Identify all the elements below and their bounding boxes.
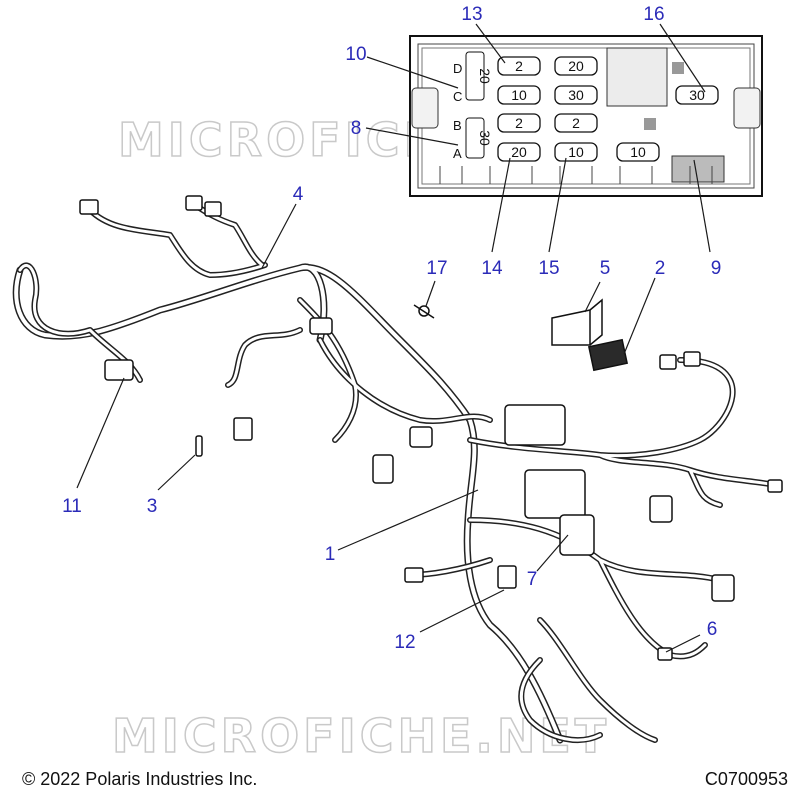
fuse-vertical-1: 20 [477, 68, 493, 84]
fuse-c1: 10 [511, 87, 527, 103]
fuse-row-label-c: C [453, 89, 462, 104]
wiring-harness [16, 195, 783, 744]
fuse-row-label-b: B [453, 118, 462, 133]
fuse-c2: 30 [568, 87, 584, 103]
callout-10: 10 [345, 44, 366, 65]
callout-13: 13 [461, 4, 482, 25]
callout-15: 15 [538, 258, 559, 279]
callout-5: 5 [600, 258, 611, 279]
fuse-row-label-d: D [453, 61, 462, 76]
callout-leaders [76, 23, 711, 653]
fuse-b1: 2 [515, 115, 523, 131]
fuse-box: D C B A 20 30 2 20 10 30 30 2 2 20 [409, 35, 763, 197]
loose-parts [195, 298, 629, 457]
fuse-a1: 20 [511, 144, 527, 160]
fuse-a3: 10 [630, 144, 646, 160]
callout-1: 1 [325, 544, 336, 565]
callout-9: 9 [711, 258, 722, 279]
callout-2: 2 [655, 258, 666, 279]
fuse-d2: 20 [568, 58, 584, 74]
callout-6: 6 [707, 619, 718, 640]
fuse-b2: 2 [572, 115, 580, 131]
callout-8: 8 [351, 118, 362, 139]
fuse-c3: 30 [689, 87, 705, 103]
callout-7: 7 [527, 569, 538, 590]
callout-4: 4 [293, 184, 304, 205]
copyright-text: © 2022 Polaris Industries Inc. [22, 769, 258, 789]
callout-12: 12 [394, 632, 415, 653]
drawing-number: C0700953 [704, 769, 788, 789]
callout-11: 11 [62, 496, 82, 517]
callout-14: 14 [481, 258, 503, 279]
callout-16: 16 [643, 4, 664, 25]
callout-numbers: 1 2 3 4 5 6 7 8 9 10 11 12 13 14 15 16 1… [62, 4, 721, 653]
watermark-bottom: MICROFICHE.NET [112, 709, 610, 763]
fuse-vertical-2: 30 [477, 130, 493, 146]
fuse-a2: 10 [568, 144, 584, 160]
callout-3: 3 [147, 496, 158, 517]
callout-17: 17 [426, 258, 447, 279]
fuse-row-label-a: A [453, 146, 462, 161]
fuse-d1: 2 [515, 58, 523, 74]
